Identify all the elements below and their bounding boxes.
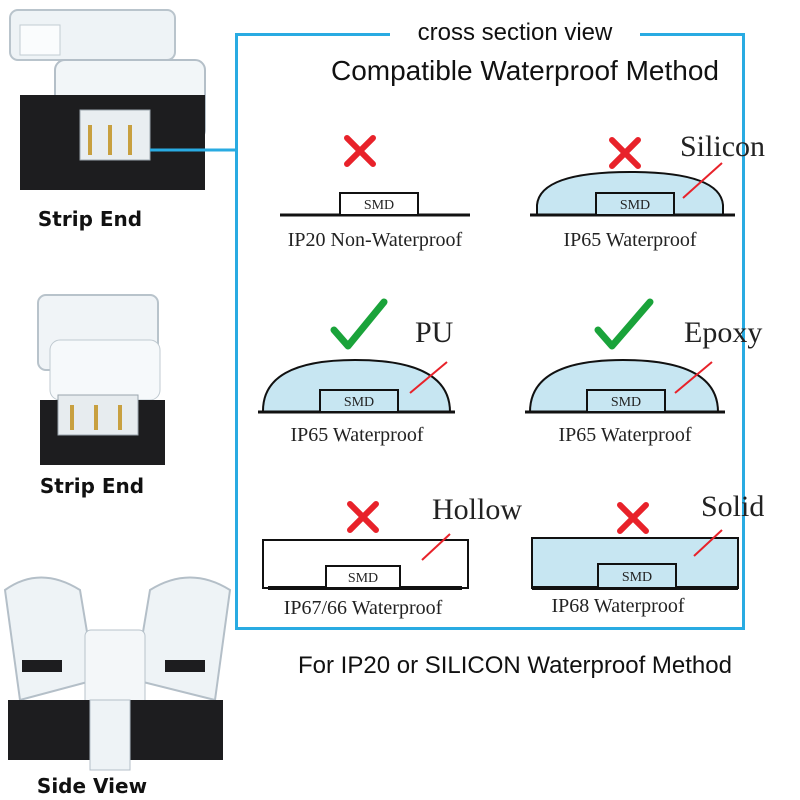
cross-icon — [344, 135, 376, 167]
diagram-hollow: SMD — [262, 501, 469, 590]
material-label-epoxy: Epoxy — [684, 316, 763, 349]
cross-icon — [347, 501, 379, 533]
caption-ip20: IP20 Non-Waterproof — [287, 229, 463, 251]
caption-hollow: IP67/66 Waterproof — [283, 597, 443, 619]
epoxy-encapsulant — [528, 358, 720, 413]
pu-encapsulant — [261, 358, 452, 413]
smd-chip — [586, 389, 666, 413]
smd-chip — [597, 563, 677, 589]
material-label-silicon: Silicon — [680, 130, 766, 163]
side-view-connector — [3, 576, 232, 771]
material-label-hollow: Hollow — [432, 493, 522, 526]
smd-chip — [339, 192, 419, 216]
smd-chip — [325, 565, 401, 589]
strip-end-label-top: Strip End — [37, 207, 143, 231]
strip-end-connector-middle — [37, 294, 165, 465]
smd-chip — [319, 389, 399, 413]
diagram-solid: SMD — [531, 502, 739, 590]
material-label-solid: Solid — [701, 490, 765, 523]
material-label-pu: PU — [415, 316, 454, 349]
diagram-ip20: SMD — [280, 135, 470, 217]
caption-solid: IP68 Waterproof — [551, 595, 685, 617]
footer-note: For IP20 or SILICON Waterproof Method — [298, 652, 732, 679]
caption-pu: IP65 Waterproof — [290, 424, 424, 446]
side-view-label: Side View — [36, 774, 148, 798]
smd-label: SMD — [344, 395, 374, 410]
caption-epoxy: IP65 Waterproof — [558, 424, 692, 446]
frame-title: cross section view — [390, 19, 640, 47]
smd-label: SMD — [348, 571, 378, 586]
pointer-line — [693, 529, 723, 557]
caption-silicon: IP65 Waterproof — [563, 229, 697, 251]
cross-icon — [617, 502, 649, 534]
check-icon — [594, 298, 654, 350]
strip-end-connector-top — [9, 9, 237, 190]
cross-icon — [609, 137, 641, 169]
smd-label: SMD — [620, 198, 650, 213]
diagram-pu: SMD — [258, 298, 455, 414]
smd-label: SMD — [622, 570, 652, 585]
diagram-silicon: SMD — [530, 137, 735, 217]
pointer-line — [421, 533, 451, 561]
pointer-line — [682, 162, 723, 199]
diagram-epoxy: SMD — [525, 298, 725, 414]
smd-label: SMD — [611, 395, 641, 410]
diagram-heading: Compatible Waterproof Method — [330, 55, 720, 86]
pointer-line — [409, 361, 448, 394]
smd-label: SMD — [364, 198, 394, 213]
pointer-line — [674, 361, 713, 394]
check-icon — [330, 298, 388, 350]
strip-end-label-middle: Strip End — [39, 474, 145, 498]
smd-chip — [595, 192, 675, 216]
